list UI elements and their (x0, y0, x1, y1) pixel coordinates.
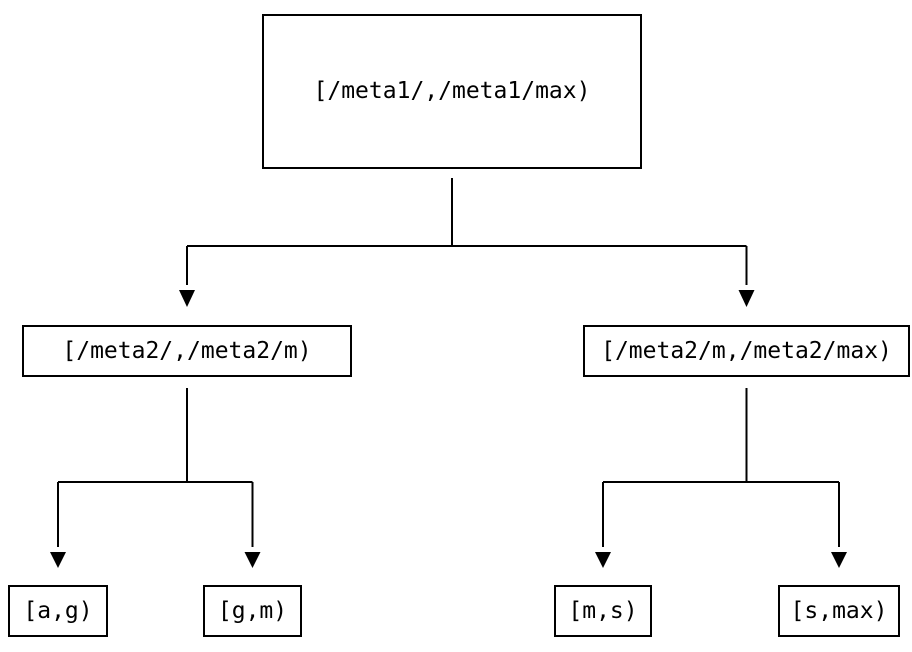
arrowhead-leaf-gm (244, 552, 261, 568)
node-leaf-gm: [g,m) (203, 585, 302, 637)
edge-meta2-low-to-leaf-ag (50, 482, 66, 568)
edge-root-to-meta2-low (179, 246, 195, 307)
arrowhead-leaf-ms (595, 552, 611, 568)
arrowhead-leaf-ag (50, 552, 66, 568)
edge-root-trunk (187, 178, 747, 247)
edge-meta2-low-to-leaf-gm (244, 482, 261, 568)
edge-root-to-meta2-high (738, 246, 755, 307)
node-root: [/meta1/,/meta1/max) (262, 14, 642, 169)
edge-meta2-high-to-leaf-smax (831, 482, 847, 568)
edge-meta2-low-trunk (58, 388, 253, 483)
edge-meta2-high-trunk (603, 388, 839, 483)
arrowhead-meta2-low (179, 290, 195, 307)
node-leaf-ag: [a,g) (8, 585, 108, 637)
arrowhead-leaf-smax (831, 552, 847, 568)
edge-meta2-high-to-leaf-ms (595, 482, 611, 568)
node-leaf-smax: [s,max) (778, 585, 900, 637)
node-meta2-high: [/meta2/m,/meta2/max) (583, 325, 910, 377)
arrowhead-meta2-high (738, 290, 755, 307)
node-leaf-ms: [m,s) (554, 585, 652, 637)
node-meta2-low: [/meta2/,/meta2/m) (22, 325, 352, 377)
